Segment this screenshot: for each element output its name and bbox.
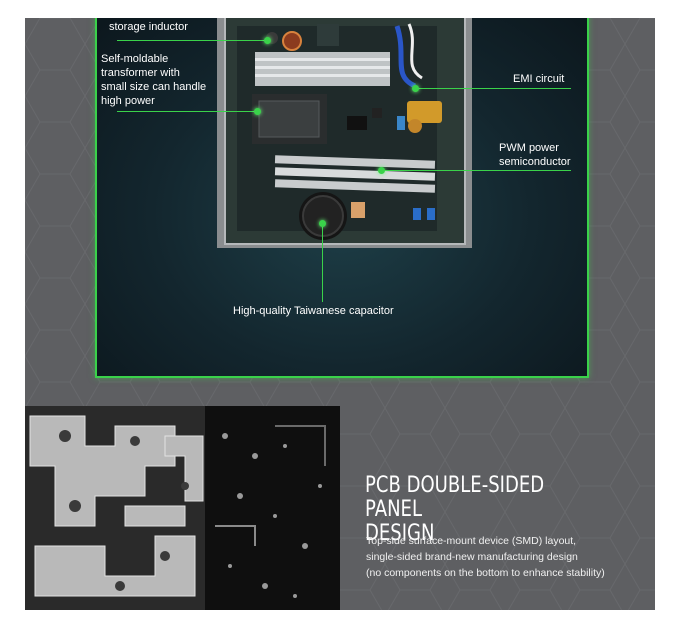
marker-storage-inductor <box>264 37 271 44</box>
callout-emi-circuit: EMI circuit <box>513 73 565 85</box>
leader-capacitor <box>322 224 323 302</box>
marker-pwm <box>378 167 385 174</box>
pwm-heatsink <box>274 155 436 193</box>
psu-interior-illustration <box>217 18 472 248</box>
transformer <box>252 94 327 144</box>
psu-interior-panel <box>95 18 589 378</box>
marker-capacitor <box>319 220 326 227</box>
section-title-line: PCB DOUBLE-SIDED PANEL <box>365 473 545 522</box>
callout-transformer-line: small size can handle <box>101 81 207 93</box>
callout-pwm-semiconductor: PWM power semiconductor <box>499 141 571 169</box>
description-line: (no components on the bottom to enhance … <box>366 567 605 579</box>
callout-transformer-line: Self-moldable <box>101 53 169 65</box>
pcb-bottom-photo <box>25 406 340 610</box>
section-title: PCB DOUBLE-SIDED PANEL DESIGN <box>365 474 599 546</box>
marker-emi <box>412 85 419 92</box>
callout-transformer-line: high power <box>101 95 155 107</box>
capacitor <box>299 192 365 240</box>
callout-transformer: Self-moldable transformer with small siz… <box>101 52 206 108</box>
top-heatsink <box>255 52 390 86</box>
inductor-coils <box>266 24 339 51</box>
leader-emi <box>415 88 571 89</box>
callout-storage-inductor: storage inductor <box>109 21 188 33</box>
emi-components <box>397 101 442 133</box>
callout-pwm-line: PWM power <box>499 142 559 154</box>
leader-pwm <box>381 170 571 171</box>
section-description: Top-side surface-mount device (SMD) layo… <box>366 533 651 581</box>
leader-transformer <box>117 111 257 112</box>
description-line: Top-side surface-mount device (SMD) layo… <box>366 535 577 547</box>
callout-capacitor: High-quality Taiwanese capacitor <box>233 305 394 317</box>
section-title-line: DESIGN <box>365 521 435 546</box>
product-feature-banner: storage inductor Self-moldable transform… <box>25 18 655 610</box>
callout-transformer-line: transformer with <box>101 67 180 79</box>
pcb-traces-illustration <box>25 406 340 610</box>
description-line: single-sided brand-new manufacturing des… <box>366 551 578 563</box>
callout-pwm-line: semiconductor <box>499 156 571 168</box>
marker-transformer <box>254 108 261 115</box>
leader-storage-inductor <box>117 40 267 41</box>
